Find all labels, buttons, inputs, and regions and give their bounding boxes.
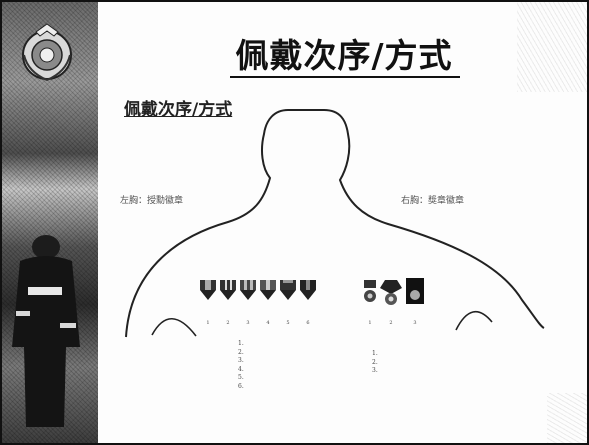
decorative-side-photo-strip: [2, 2, 98, 443]
torso-outline: [125, 109, 545, 338]
left-chest-caption: 左胸：授勳徽章: [120, 196, 184, 206]
medal-ribbon-5: [280, 280, 296, 300]
left-medal-row: [200, 280, 316, 300]
medal-ribbon-4: [260, 280, 276, 300]
legend-item: 1.: [372, 350, 378, 357]
slide-title: 佩戴次序/方式: [235, 36, 453, 75]
slide-subtitle: 佩戴次序/方式: [124, 100, 233, 120]
corner-texture: [517, 2, 587, 92]
legend-item: 2.: [372, 358, 378, 366]
right-medal-row: [364, 278, 424, 305]
left-arm-line: [151, 318, 197, 337]
medal-right-1: [364, 280, 376, 302]
medal-label: 1: [368, 320, 372, 326]
medal-ribbon-2: [220, 280, 236, 300]
medal-right-3: [406, 278, 424, 304]
legend-item: 3.: [238, 357, 244, 364]
medal-label: 4: [266, 320, 270, 326]
right-chest-caption: 右胸：獎章徽章: [401, 196, 465, 206]
medal-ribbon-3: [240, 280, 256, 300]
legend-item: 3.: [372, 367, 378, 374]
corner-texture-bottom: [547, 393, 587, 443]
legend-item: 1.: [238, 340, 244, 347]
legend-item: 2.: [238, 348, 244, 356]
medal-label: 6: [306, 320, 310, 326]
right-medal-legend: 1. 2. 3.: [372, 350, 378, 376]
medal-label: 3: [413, 320, 417, 326]
police-crest-icon: [22, 23, 72, 82]
title-underline: [230, 76, 460, 78]
legend-item: 4.: [238, 365, 244, 373]
medal-right-2: [380, 280, 402, 305]
medal-label: 5: [286, 320, 290, 326]
legend-item: 6.: [238, 382, 244, 390]
medal-label: 1: [206, 320, 210, 326]
officer-silhouette-icon: [12, 235, 80, 427]
right-arm-line: [455, 311, 493, 331]
left-medal-legend: 1. 2. 3. 4. 5. 6.: [238, 340, 244, 391]
medal-label: 2: [389, 320, 393, 326]
legend-item: 5.: [238, 374, 244, 381]
medal-ribbon-1: [200, 280, 216, 300]
medal-ribbon-6: [300, 280, 316, 300]
medal-label: 3: [246, 320, 250, 326]
medal-label: 2: [226, 320, 230, 326]
